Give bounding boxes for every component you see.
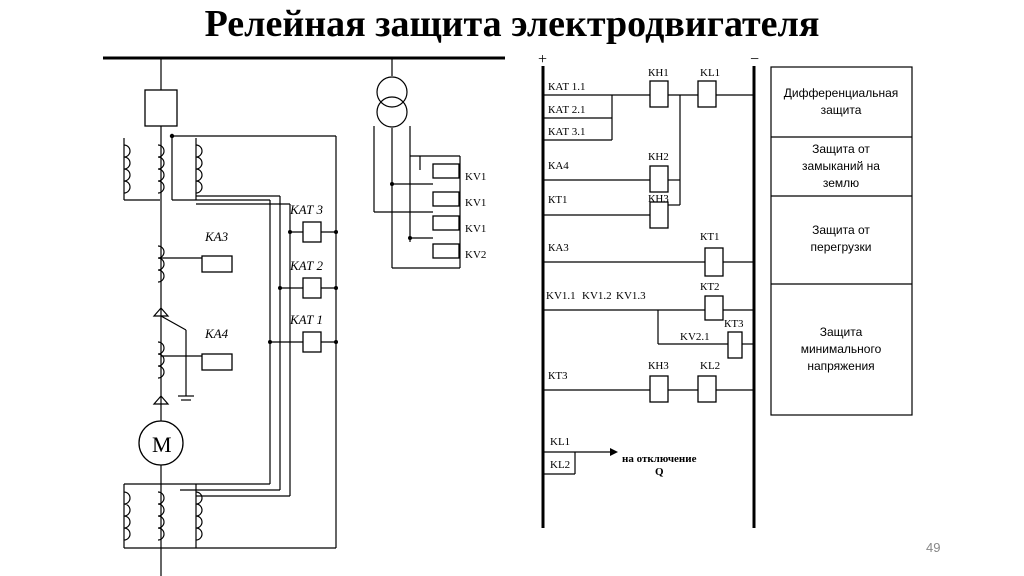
row-undervoltage: KV1.1 KV1.2 KV1.3 КТ2 КТ3 KV2.1 КТ3 КН3 … bbox=[543, 281, 754, 403]
function-4-line-2: минимального bbox=[801, 342, 882, 356]
page-title: Релейная защита электродвигателя bbox=[204, 3, 820, 45]
motor: М bbox=[138, 420, 184, 466]
function-3-line-2: перегрузки bbox=[811, 240, 872, 254]
function-4-line-3: напряжения bbox=[807, 359, 874, 373]
row-differential: КАТ 1.1 КАТ 2.1 КАТ 3.1 КН1 KL1 bbox=[543, 67, 754, 141]
contact-kv12: KV1.2 bbox=[582, 290, 612, 302]
motor-label: М bbox=[152, 432, 172, 457]
circuit-breaker bbox=[144, 89, 178, 127]
contact-kt1: КТ1 bbox=[548, 194, 568, 206]
function-2-line-2: замыканий на bbox=[802, 159, 880, 173]
function-3-line-1: Защита от bbox=[812, 223, 870, 237]
trip-text-1: на отключение bbox=[622, 453, 697, 465]
contact-kl1: KL1 bbox=[550, 436, 570, 448]
function-1-line-2: защита bbox=[821, 103, 862, 117]
label-ka4: КА4 bbox=[204, 326, 229, 341]
label-kat1: КАТ 1 bbox=[289, 312, 323, 327]
label-ka3: КА3 bbox=[204, 229, 229, 244]
contact-kv13: KV1.3 bbox=[616, 290, 646, 302]
kv-label-4: KV2 bbox=[465, 249, 486, 261]
plus-label: + bbox=[538, 51, 547, 68]
coil-kt3: КТ3 bbox=[724, 318, 744, 330]
lower-current-transformers bbox=[123, 483, 336, 549]
contact-kv11: KV1.1 bbox=[546, 290, 576, 302]
function-table: Дифференциальная защита Защита от замыка… bbox=[770, 66, 913, 416]
coil-kl2: KL2 bbox=[700, 360, 720, 372]
function-2-line-3: землю bbox=[823, 176, 859, 190]
function-overload: Защита от перегрузки bbox=[811, 223, 872, 254]
kv-label-1: KV1 bbox=[465, 171, 486, 183]
function-2-line-1: Защита от bbox=[812, 142, 870, 156]
coil-kt2: КТ2 bbox=[700, 281, 720, 293]
function-differential: Дифференциальная защита bbox=[784, 86, 899, 117]
contact-ka4: КА4 bbox=[548, 160, 569, 172]
kv-label-3: KV1 bbox=[465, 223, 486, 235]
coil-kh3: КН3 bbox=[648, 193, 669, 205]
coil-kt1: КТ1 bbox=[700, 231, 720, 243]
function-undervoltage: Защита минимального напряжения bbox=[801, 325, 882, 373]
label-kat2: КАТ 2 bbox=[289, 258, 324, 273]
contact-kv21: KV2.1 bbox=[680, 331, 710, 343]
coil-kh3b: КН3 bbox=[648, 360, 669, 372]
upper-current-transformers bbox=[123, 133, 336, 201]
contact-kat11: КАТ 1.1 bbox=[548, 81, 586, 93]
contact-kl2: KL2 bbox=[550, 459, 570, 471]
control-circuit: + − КАТ 1.1 КАТ 2.1 КАТ 3.1 КН1 KL1 bbox=[538, 51, 759, 528]
minus-label: − bbox=[750, 51, 759, 68]
differential-wiring: КАТ 3 КАТ 2 КАТ 1 bbox=[196, 136, 338, 548]
label-kat3: КАТ 3 bbox=[289, 202, 324, 217]
row-earth-fault: КА4 КТ1 КН2 КН3 bbox=[543, 95, 681, 229]
power-circuit: КА3 КА4 М bbox=[103, 56, 505, 576]
row-overload: КА3 КТ1 bbox=[543, 231, 754, 277]
function-earth-fault: Защита от замыканий на землю bbox=[802, 142, 880, 190]
row-trip: KL1 KL2 на отключение Q bbox=[543, 436, 697, 478]
kv-label-2: KV1 bbox=[465, 197, 486, 209]
function-4-line-1: Защита bbox=[820, 325, 863, 339]
trip-text-2: Q bbox=[655, 466, 664, 478]
coil-kl1: KL1 bbox=[700, 67, 720, 79]
coil-kh2: КН2 bbox=[648, 151, 669, 163]
voltage-transformer: KV1 KV1 KV1 KV2 bbox=[373, 58, 486, 269]
contact-kt3: КТ3 bbox=[548, 370, 568, 382]
relay-ka4: КА4 bbox=[152, 307, 233, 405]
relay-ka3: КА3 bbox=[157, 229, 233, 283]
contact-kat21: КАТ 2.1 bbox=[548, 104, 586, 116]
contact-ka3: КА3 bbox=[548, 242, 569, 254]
contact-kat31: КАТ 3.1 bbox=[548, 126, 586, 138]
page-number: 49 bbox=[926, 540, 941, 555]
function-1-line-1: Дифференциальная bbox=[784, 86, 899, 100]
coil-kh1: КН1 bbox=[648, 67, 669, 79]
